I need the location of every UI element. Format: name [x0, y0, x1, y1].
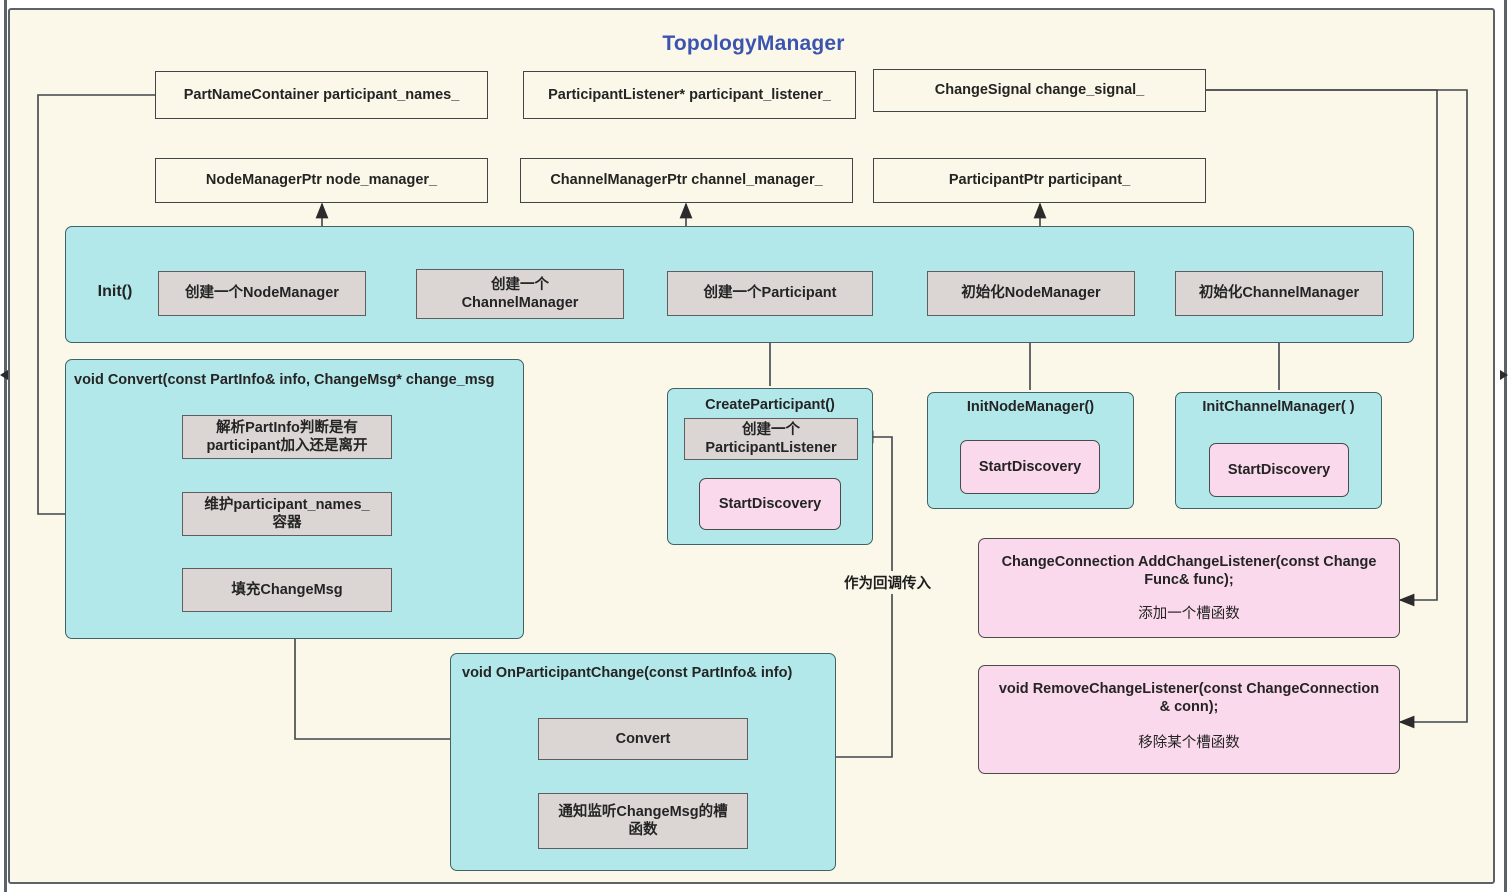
on-participant-change-step-convert[interactable]: Convert [538, 718, 748, 760]
convert-step-parse-partinfo[interactable]: 解析PartInfo判断是有 participant加入还是离开 [182, 415, 392, 459]
api-add-change-listener-signature: ChangeConnection AddChangeListener(const… [1001, 554, 1377, 589]
api-remove-change-listener-signature: void RemoveChangeListener(const ChangeCo… [998, 681, 1380, 716]
convert-step-fill-changemsg[interactable]: 填充ChangeMsg [182, 568, 392, 612]
right-edge-arrow-icon [1500, 370, 1508, 380]
api-remove-change-listener[interactable]: void RemoveChangeListener(const ChangeCo… [978, 665, 1400, 774]
init-channel-manager-start-discovery[interactable]: StartDiscovery [1209, 443, 1349, 497]
callback-annotation: 作为回调传入 [841, 571, 934, 594]
create-participant-group-label: CreateParticipant() [705, 397, 835, 413]
member-channel-manager[interactable]: ChannelManagerPtr channel_manager_ [520, 158, 853, 203]
init-step-create-channel-manager[interactable]: 创建一个 ChannelManager [416, 269, 624, 319]
init-group-label: Init() [97, 283, 133, 300]
convert-step-maintain-names[interactable]: 维护participant_names_ 容器 [182, 492, 392, 536]
create-participant-step-create-listener[interactable]: 创建一个 ParticipantListener [684, 418, 858, 460]
right-edge-bar[interactable] [1504, 0, 1507, 892]
api-add-change-listener[interactable]: ChangeConnection AddChangeListener(const… [978, 538, 1400, 638]
member-node-manager[interactable]: NodeManagerPtr node_manager_ [155, 158, 488, 203]
member-participant-names[interactable]: PartNameContainer participant_names_ [155, 71, 488, 119]
on-participant-change-step-notify-slots[interactable]: 通知监听ChangeMsg的槽 函数 [538, 793, 748, 849]
init-node-manager-group-label: InitNodeManager() [966, 399, 1095, 415]
init-step-create-participant[interactable]: 创建一个Participant [667, 271, 873, 316]
init-step-create-node-manager[interactable]: 创建一个NodeManager [158, 271, 366, 316]
api-remove-change-listener-description: 移除某个槽函数 [1138, 735, 1240, 752]
init-channel-manager-group-label: InitChannelManager( ) [1202, 399, 1355, 415]
page-title: TopologyManager [662, 32, 845, 55]
member-participant[interactable]: ParticipantPtr participant_ [873, 158, 1206, 203]
init-node-manager-start-discovery[interactable]: StartDiscovery [960, 440, 1100, 494]
convert-group-label: void Convert(const PartInfo& info, Chang… [74, 372, 495, 388]
on-participant-change-group-label: void OnParticipantChange(const PartInfo&… [462, 665, 793, 681]
left-edge-bar[interactable] [4, 0, 7, 892]
init-step-init-channel-manager[interactable]: 初始化ChannelManager [1175, 271, 1383, 316]
member-participant-listener[interactable]: ParticipantListener* participant_listene… [523, 71, 856, 119]
init-step-init-node-manager[interactable]: 初始化NodeManager [927, 271, 1135, 316]
api-add-change-listener-description: 添加一个槽函数 [1138, 606, 1240, 623]
member-change-signal[interactable]: ChangeSignal change_signal_ [873, 69, 1206, 112]
create-participant-start-discovery[interactable]: StartDiscovery [699, 478, 841, 530]
left-edge-arrow-icon [0, 370, 8, 380]
